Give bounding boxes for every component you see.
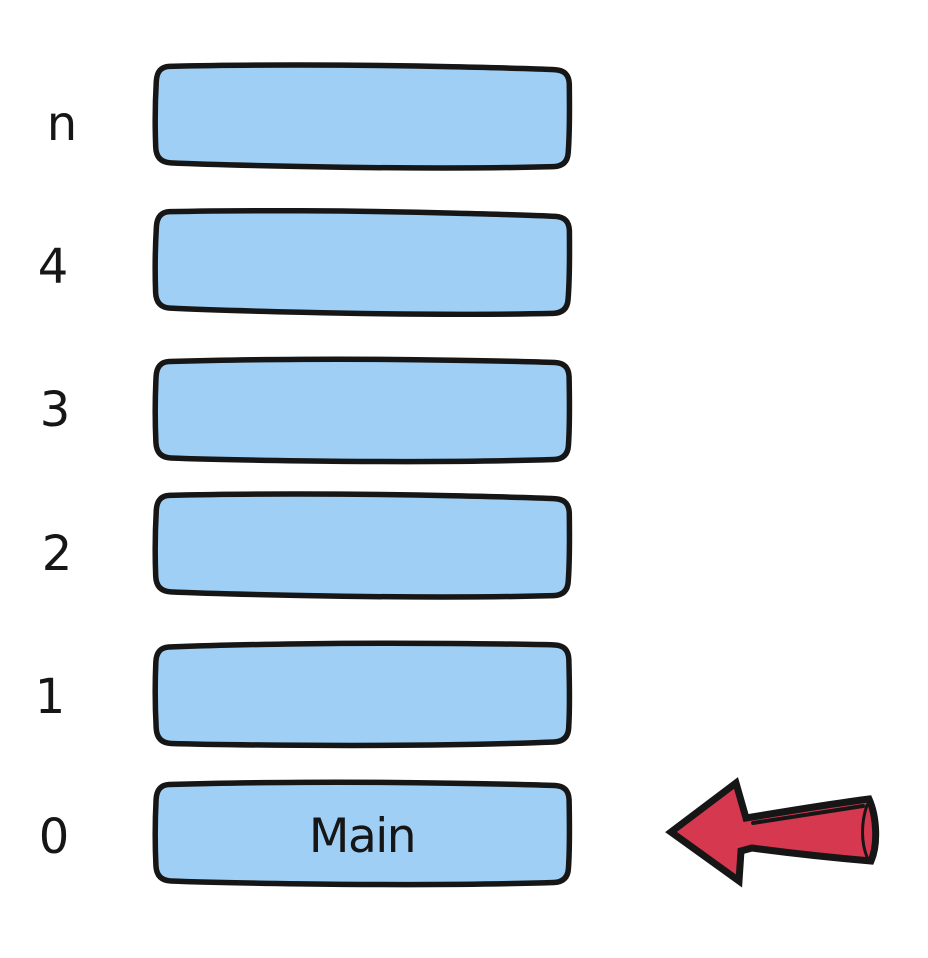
stack-frame [155, 642, 570, 746]
frame-index-label: 4 [38, 239, 69, 295]
stack-frame [155, 359, 570, 462]
frame-index-labels: n 4 3 2 1 0 [35, 96, 77, 865]
stack-frame [155, 493, 570, 599]
stack-frame-box [155, 64, 570, 170]
stack-frame-box [155, 642, 570, 746]
stack-frame-box [155, 493, 570, 599]
arrow-left-body [665, 777, 880, 888]
stack-frame-box [155, 359, 570, 462]
stack-frame [155, 64, 570, 170]
frame-index-label: n [47, 96, 77, 152]
stack-frame [155, 209, 570, 316]
arrow-tail-rim-line [861, 803, 869, 859]
stack-frames [155, 64, 570, 886]
frame-index-label: 0 [39, 809, 70, 865]
frame-index-label: 1 [35, 669, 66, 725]
frame-index-label: 3 [40, 382, 71, 438]
stack-frame-box [155, 209, 570, 316]
main-frame-label: Main [309, 809, 415, 864]
arrow-shaft-inner-line [751, 804, 865, 825]
frame-index-label: 2 [42, 526, 73, 582]
arrow-left-icon [665, 777, 880, 888]
